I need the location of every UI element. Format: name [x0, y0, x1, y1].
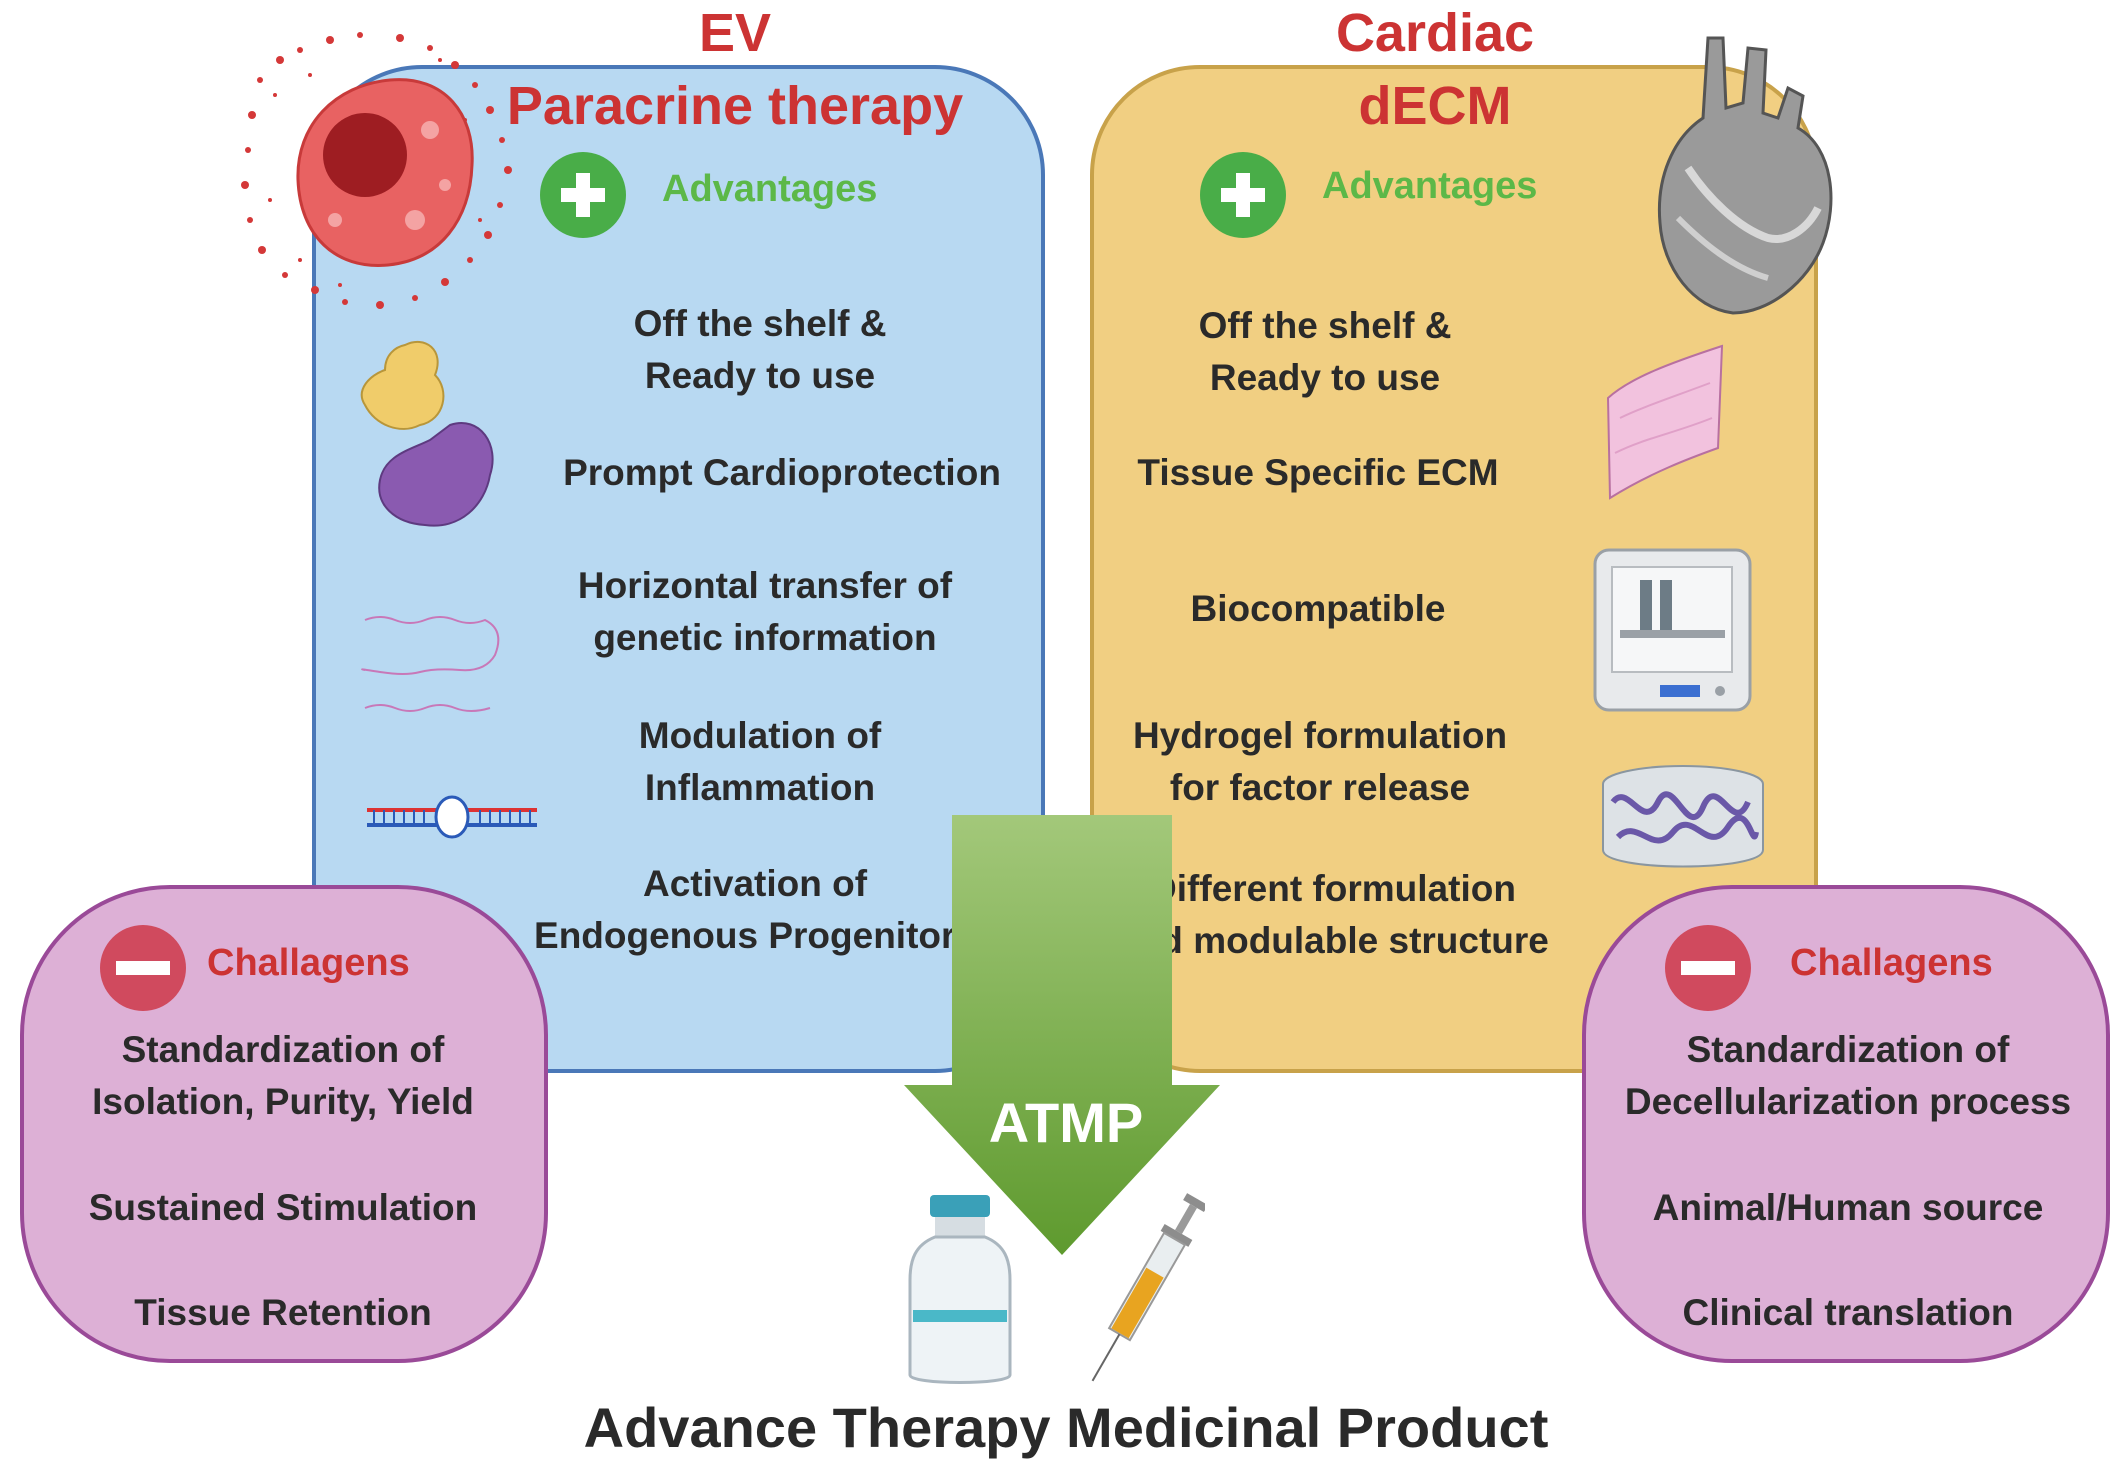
atmp-label: ATMP — [988, 1091, 1144, 1154]
rna-strand-icon — [361, 616, 500, 712]
plus-circle-icon — [1200, 152, 1286, 238]
minus-circle-icon — [100, 925, 186, 1011]
extracellular-vesicle-cell-icon — [241, 32, 512, 309]
ev-challenge-item: Sustained Stimulation — [88, 1187, 478, 1228]
ecm-advantage-item: Off the shelf &Ready to use — [1198, 305, 1452, 398]
ev-challenge-item: Tissue Retention — [134, 1292, 432, 1333]
ev-title-line1: EV — [698, 3, 772, 63]
minus-circle-icon — [1665, 925, 1751, 1011]
heart-icon — [1657, 36, 1833, 315]
hydrogel-icon — [1602, 765, 1764, 868]
dna-icon — [367, 795, 537, 839]
ecm-title-line2: dECM — [1358, 76, 1512, 136]
ecm-challenge-item: Animal/Human source — [1652, 1187, 2044, 1228]
ecm-advantage-item: Biocompatible — [1190, 588, 1446, 629]
plus-circle-icon — [540, 152, 626, 238]
ecm-advantage-item: Tissue Specific ECM — [1137, 452, 1499, 493]
ev-challenges-label: Challagens — [207, 942, 410, 984]
bioprinter-icon — [1593, 548, 1752, 712]
syringe-icon — [1091, 1193, 1205, 1382]
protein-icon — [360, 340, 494, 527]
ev-title-line2: Paracrine therapy — [506, 76, 964, 136]
ev-advantages-label: Advantages — [662, 168, 878, 210]
ev-advantage-item: Prompt Cardioprotection — [563, 452, 1001, 493]
atmp-arrow — [904, 815, 1220, 1255]
ecm-advantages-label: Advantages — [1322, 165, 1538, 207]
tissue-patch-icon — [1606, 344, 1724, 500]
ecm-challenge-item: Clinical translation — [1682, 1292, 2014, 1333]
ecm-title-line1: Cardiac — [1335, 3, 1535, 63]
footer-title: Advance Therapy Medicinal Product — [583, 1396, 1549, 1459]
vial-icon — [908, 1195, 1012, 1384]
ev-advantage-item: Off the shelf &Ready to use — [633, 303, 887, 396]
ecm-challenges-label: Challagens — [1790, 942, 1993, 984]
